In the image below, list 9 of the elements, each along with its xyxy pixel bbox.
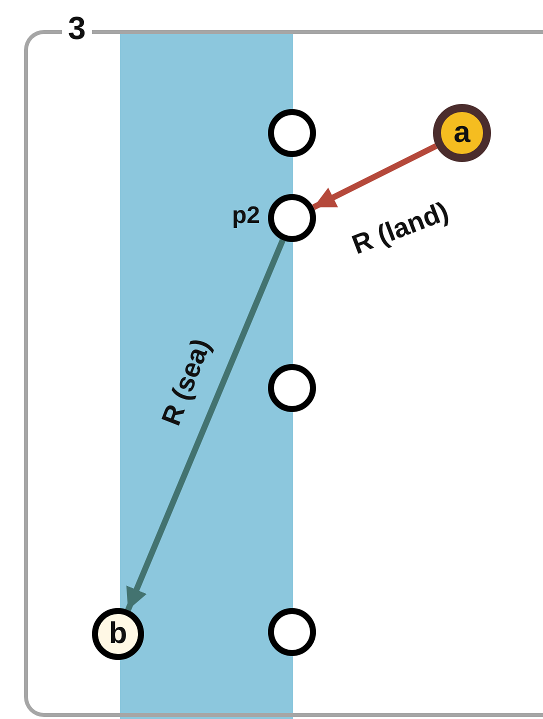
circle-node [268, 608, 316, 656]
arrow [125, 238, 286, 612]
circle-node [268, 109, 316, 157]
labeled-circle: a [433, 104, 491, 162]
arrow [312, 143, 438, 210]
edge-label: R (sea) [156, 334, 216, 430]
circle-node [268, 364, 316, 412]
point-label: p2 [232, 202, 260, 230]
labeled-circle: b [92, 608, 144, 660]
